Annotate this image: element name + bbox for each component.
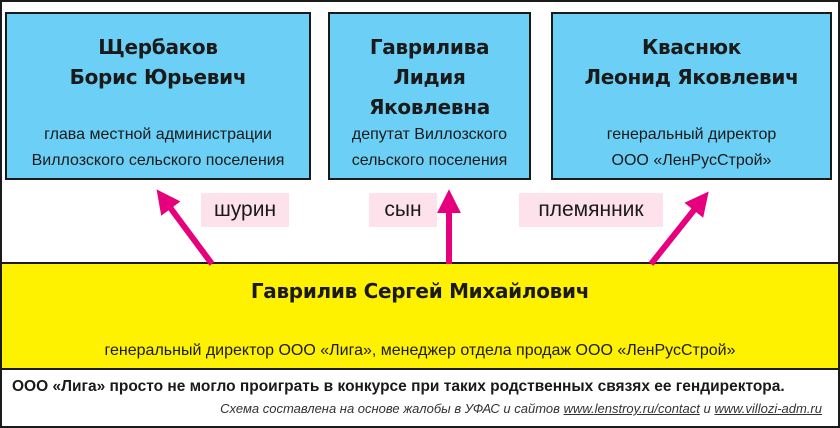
person-box-gavriliva: Гаврилива Лидия Яковлевна депутат Виллоз… <box>328 12 531 180</box>
person-box-kvasnyuk: Кваснюк Леонид Яковлевич генеральный дир… <box>551 12 832 180</box>
source-and: и <box>703 401 711 416</box>
person-role-line: депутат Виллозского <box>351 126 508 143</box>
person-role: генеральный директор ООО «ЛенРусСтрой» <box>553 122 830 174</box>
relation-label-nephew: племянник <box>519 193 663 227</box>
relation-label-son: сын <box>369 193 437 227</box>
center-person-box: Гаврилив Сергей Михайлович генеральный д… <box>2 262 838 370</box>
person-role-line: глава местной администрации <box>44 126 272 143</box>
person-role-line: ООО «ЛенРусСтрой» <box>611 152 772 169</box>
source-note: Схема составлена на основе жалобы в УФАС… <box>220 400 822 418</box>
person-name: Щербаков Борис Юрьевич <box>7 32 309 92</box>
conclusion-text: ООО «Лига» просто не могло проиграть в к… <box>12 378 785 395</box>
person-role: депутат Виллозского сельского поселения <box>330 122 529 174</box>
person-surname: Щербаков <box>98 35 218 59</box>
person-surname: Кваснюк <box>641 35 742 59</box>
person-role-line: сельского поселения <box>351 152 508 169</box>
center-person-name: Гаврилив Сергей Михайлович <box>250 279 590 303</box>
person-role: глава местной администрации Виллозского … <box>7 122 309 174</box>
person-given-names: Борис Юрьевич <box>69 65 247 89</box>
person-name: Гаврилива Лидия Яковлевна <box>330 32 529 122</box>
person-name: Кваснюк Леонид Яковлевич <box>553 32 830 92</box>
relation-label-brother-in-law: шурин <box>201 193 289 227</box>
person-given-names: Лидия Яковлевна <box>369 65 490 119</box>
source-link-villozi[interactable]: www.villozi-adm.ru <box>714 401 822 416</box>
source-link-lenstroy[interactable]: www.lenstroy.ru/contact <box>563 401 700 416</box>
center-person-role: генеральный директор ООО «Лига», менедже… <box>104 342 736 359</box>
person-role-line: генеральный директор <box>606 126 777 143</box>
person-given-names: Леонид Яковлевич <box>584 65 799 89</box>
footer: ООО «Лига» просто не могло проиграть в к… <box>2 372 838 424</box>
person-box-shcherbakov: Щербаков Борис Юрьевич глава местной адм… <box>5 12 311 180</box>
person-surname: Гаврилива <box>369 35 490 59</box>
source-prefix: Схема составлена на основе жалобы в УФАС… <box>220 401 560 416</box>
person-role-line: Виллозского сельского поселения <box>31 152 285 169</box>
